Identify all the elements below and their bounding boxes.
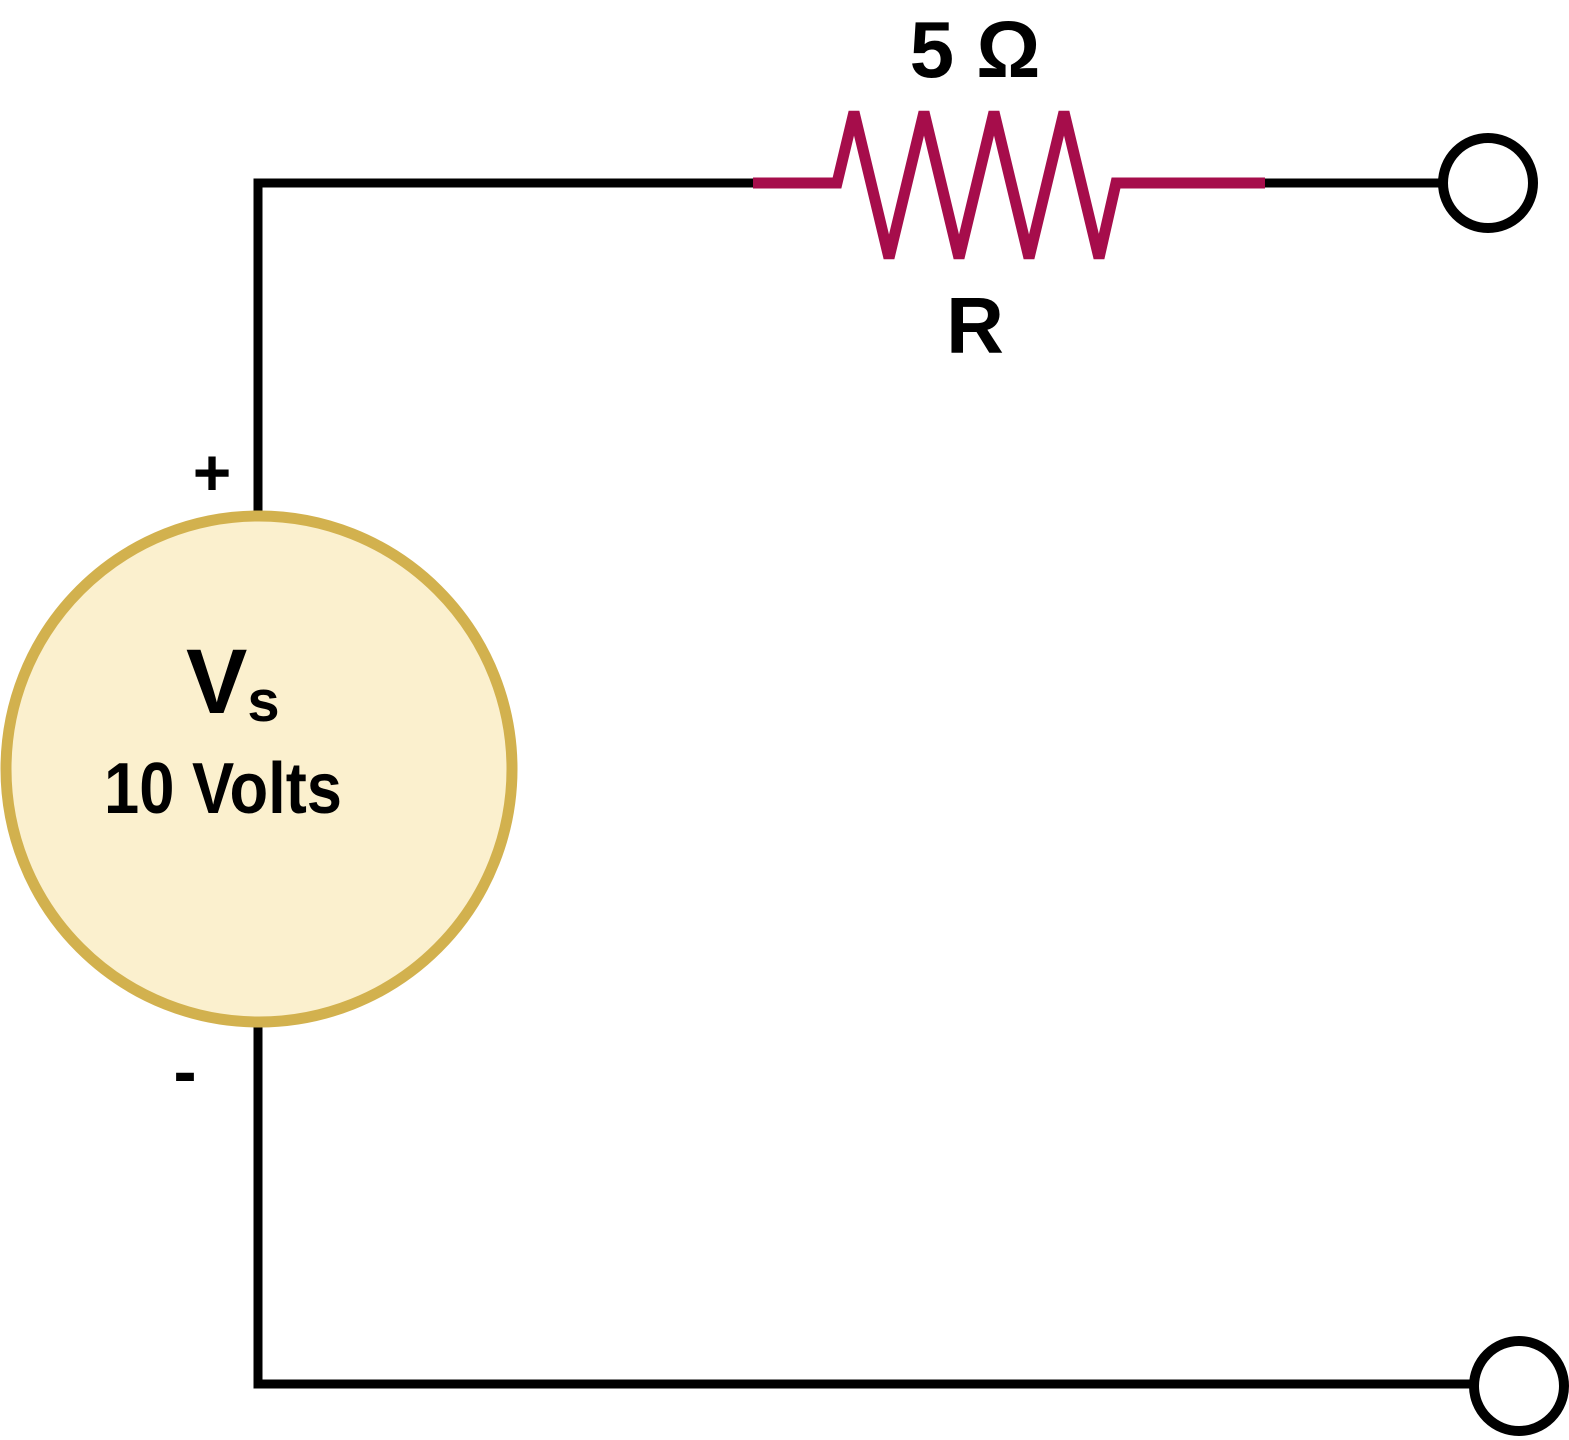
polarity-plus-label: + [193,435,232,509]
wire-source-to-bottom-terminal [253,1024,1472,1389]
voltage-source-body [0,510,518,1028]
resistor-icon [753,110,1265,260]
voltage-source-label: Vs [186,631,280,734]
resistor-name-label: R [946,281,1004,370]
voltage-source-symbol-subscript: s [247,669,279,734]
resistor-value-label: 5 Ω [910,5,1041,94]
polarity-minus-label: - [173,1032,196,1110]
wire-source-to-resistor [253,178,753,513]
terminal-top-icon [1438,133,1538,233]
voltage-source-value-label: 10 Volts [104,749,342,829]
terminal-bottom-icon [1469,1336,1569,1436]
voltage-source-symbol: V [186,631,247,733]
